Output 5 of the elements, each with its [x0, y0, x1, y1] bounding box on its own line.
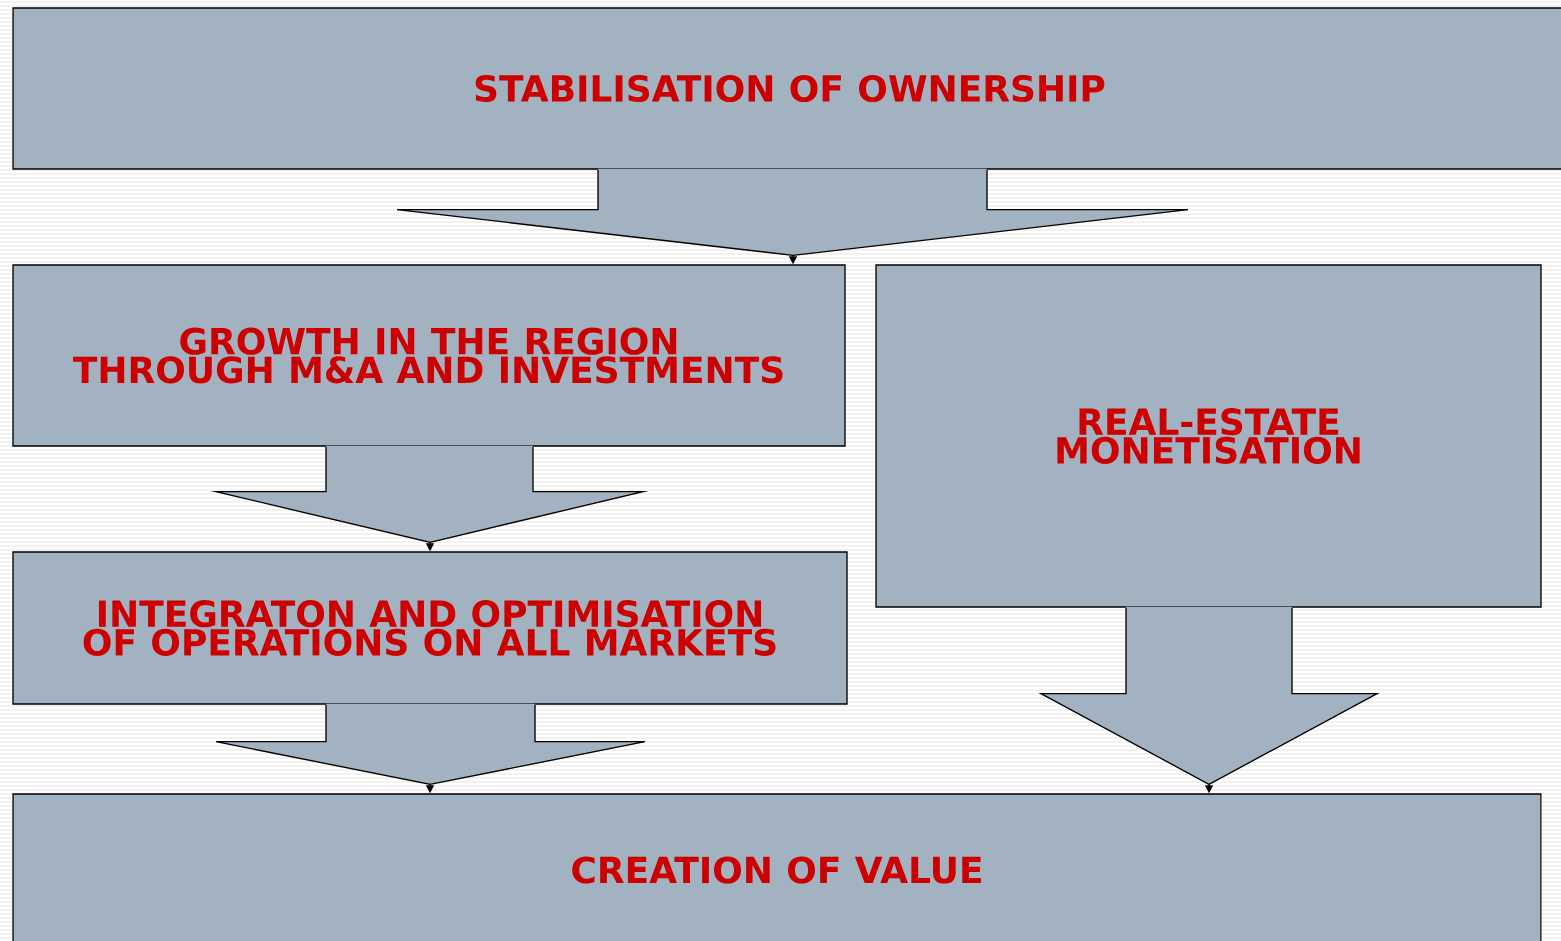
process-box: STABILISATION OF OWNERSHIP — [12, 7, 1561, 170]
process-box: REAL-ESTATE MONETISATION — [875, 264, 1542, 608]
process-box: GROWTH IN THE REGION THROUGH M&A AND INVESTMENTS — [12, 264, 846, 447]
process-box: INTEGRATON AND OPTIMISATION OF OPERATIONS ON ALL MARKETS — [12, 551, 848, 705]
process-box: CREATION OF VALUE — [12, 793, 1542, 941]
